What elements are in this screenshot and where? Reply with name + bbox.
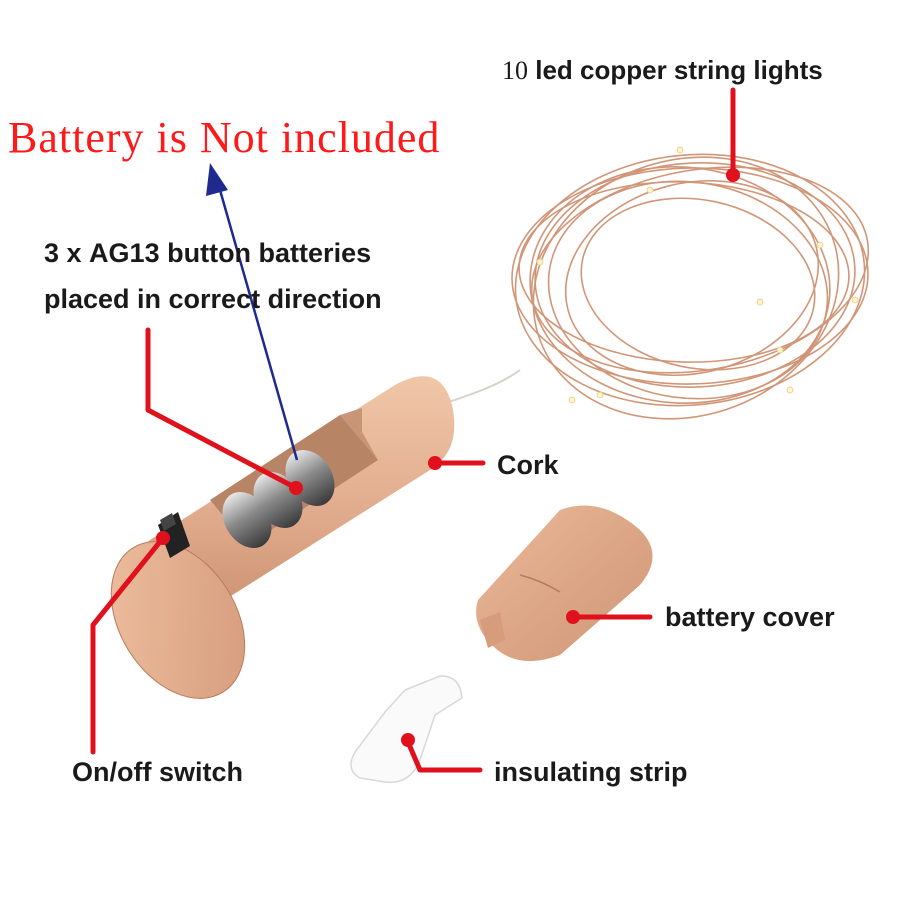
lead-wire — [439, 369, 521, 406]
callout-switch — [90, 535, 166, 755]
warning-arrow — [206, 163, 299, 461]
batteries-model: AG13 — [89, 238, 160, 268]
callout-strip — [405, 739, 483, 773]
insulating-strip-label: insulating strip — [494, 757, 688, 787]
copper-string-lights — [511, 153, 870, 420]
battery-cover-label: battery cover — [665, 602, 835, 632]
callout-lines — [90, 87, 736, 773]
insulating-strip — [350, 675, 463, 784]
string-lights-text: led copper string lights — [535, 55, 823, 85]
string-lights-label: 10 led copper string lights — [502, 55, 823, 86]
batteries-label-line2: placed in correct direction — [44, 284, 382, 314]
callout-dots — [156, 168, 740, 747]
cork-label: Cork — [497, 450, 559, 480]
on-off-switch — [158, 512, 190, 558]
batteries-count: 3 x — [44, 238, 90, 268]
led-count: 10 — [502, 56, 528, 85]
cork-body — [110, 376, 455, 699]
battery-not-included-warning: Battery is Not included — [8, 113, 441, 162]
batteries-type: button batteries — [159, 238, 372, 268]
callout-batteries — [145, 327, 299, 491]
led-bulbs — [536, 146, 859, 404]
battery-cover — [476, 505, 653, 662]
batteries-label-line1: 3 x AG13 button batteries — [44, 238, 371, 269]
switch-label: On/off switch — [72, 757, 243, 787]
